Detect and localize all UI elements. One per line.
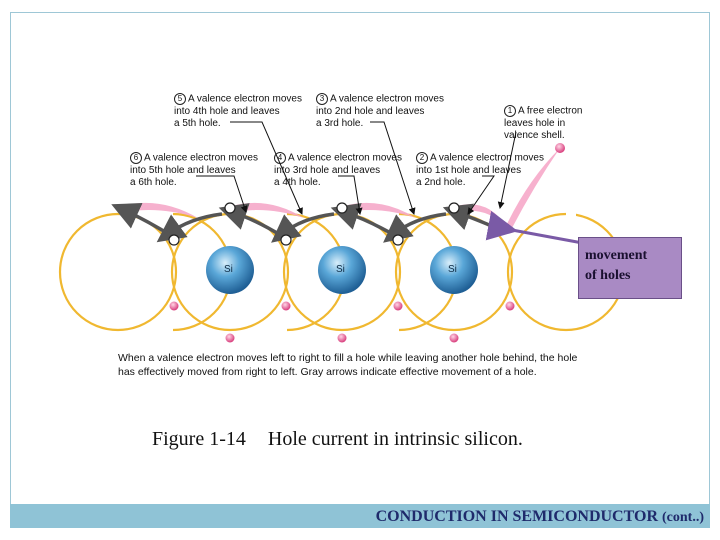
si-atoms	[206, 246, 478, 294]
footer-main: CONDUCTION IN SEMICONDUCTOR	[375, 508, 658, 525]
annotation-text: A valence electron moves into 4th hole a…	[174, 93, 302, 130]
annotation-text: A free electron leaves hole in valence s…	[504, 105, 583, 142]
si-label: Si	[224, 264, 233, 275]
footer-suffix: (cont..)	[662, 510, 704, 525]
annotation-text: A valence electron moves into 3rd hole a…	[274, 152, 402, 189]
orbit-rings-cover	[40, 200, 576, 340]
step-number: 5	[174, 92, 186, 105]
step-number: 1	[504, 104, 516, 117]
movement-label: movement of holes	[585, 248, 648, 283]
figure-title-text: Hole current in intrinsic silicon.	[267, 428, 523, 450]
annotation-text: A valence electron moves into 1st hole a…	[416, 152, 544, 189]
electrons	[169, 143, 565, 343]
diagram-caption: When a valence electron moves left to ri…	[118, 352, 578, 378]
footer-title: CONDUCTION IN SEMICONDUCTOR (cont..)	[376, 508, 704, 526]
annotation-leaders	[196, 121, 517, 215]
si-label: Si	[448, 264, 457, 275]
step-number: 3	[316, 92, 328, 105]
movement-arrow	[485, 210, 589, 246]
step-number: 4	[274, 151, 286, 164]
footer-bar	[10, 504, 710, 528]
movement-of-holes-box: movement of holes	[578, 237, 682, 299]
si-label: Si	[336, 264, 345, 275]
figure-title: Figure 1-14 Hole current in intrinsic sil…	[152, 428, 523, 451]
annotation-text: A valence electron moves into 5th hole a…	[130, 152, 258, 189]
step-number: 6	[130, 151, 142, 164]
annotation-text: A valence electron moves into 2nd hole a…	[316, 93, 444, 130]
figure-label: Figure 1-14	[152, 428, 246, 450]
step-number: 2	[416, 151, 428, 164]
